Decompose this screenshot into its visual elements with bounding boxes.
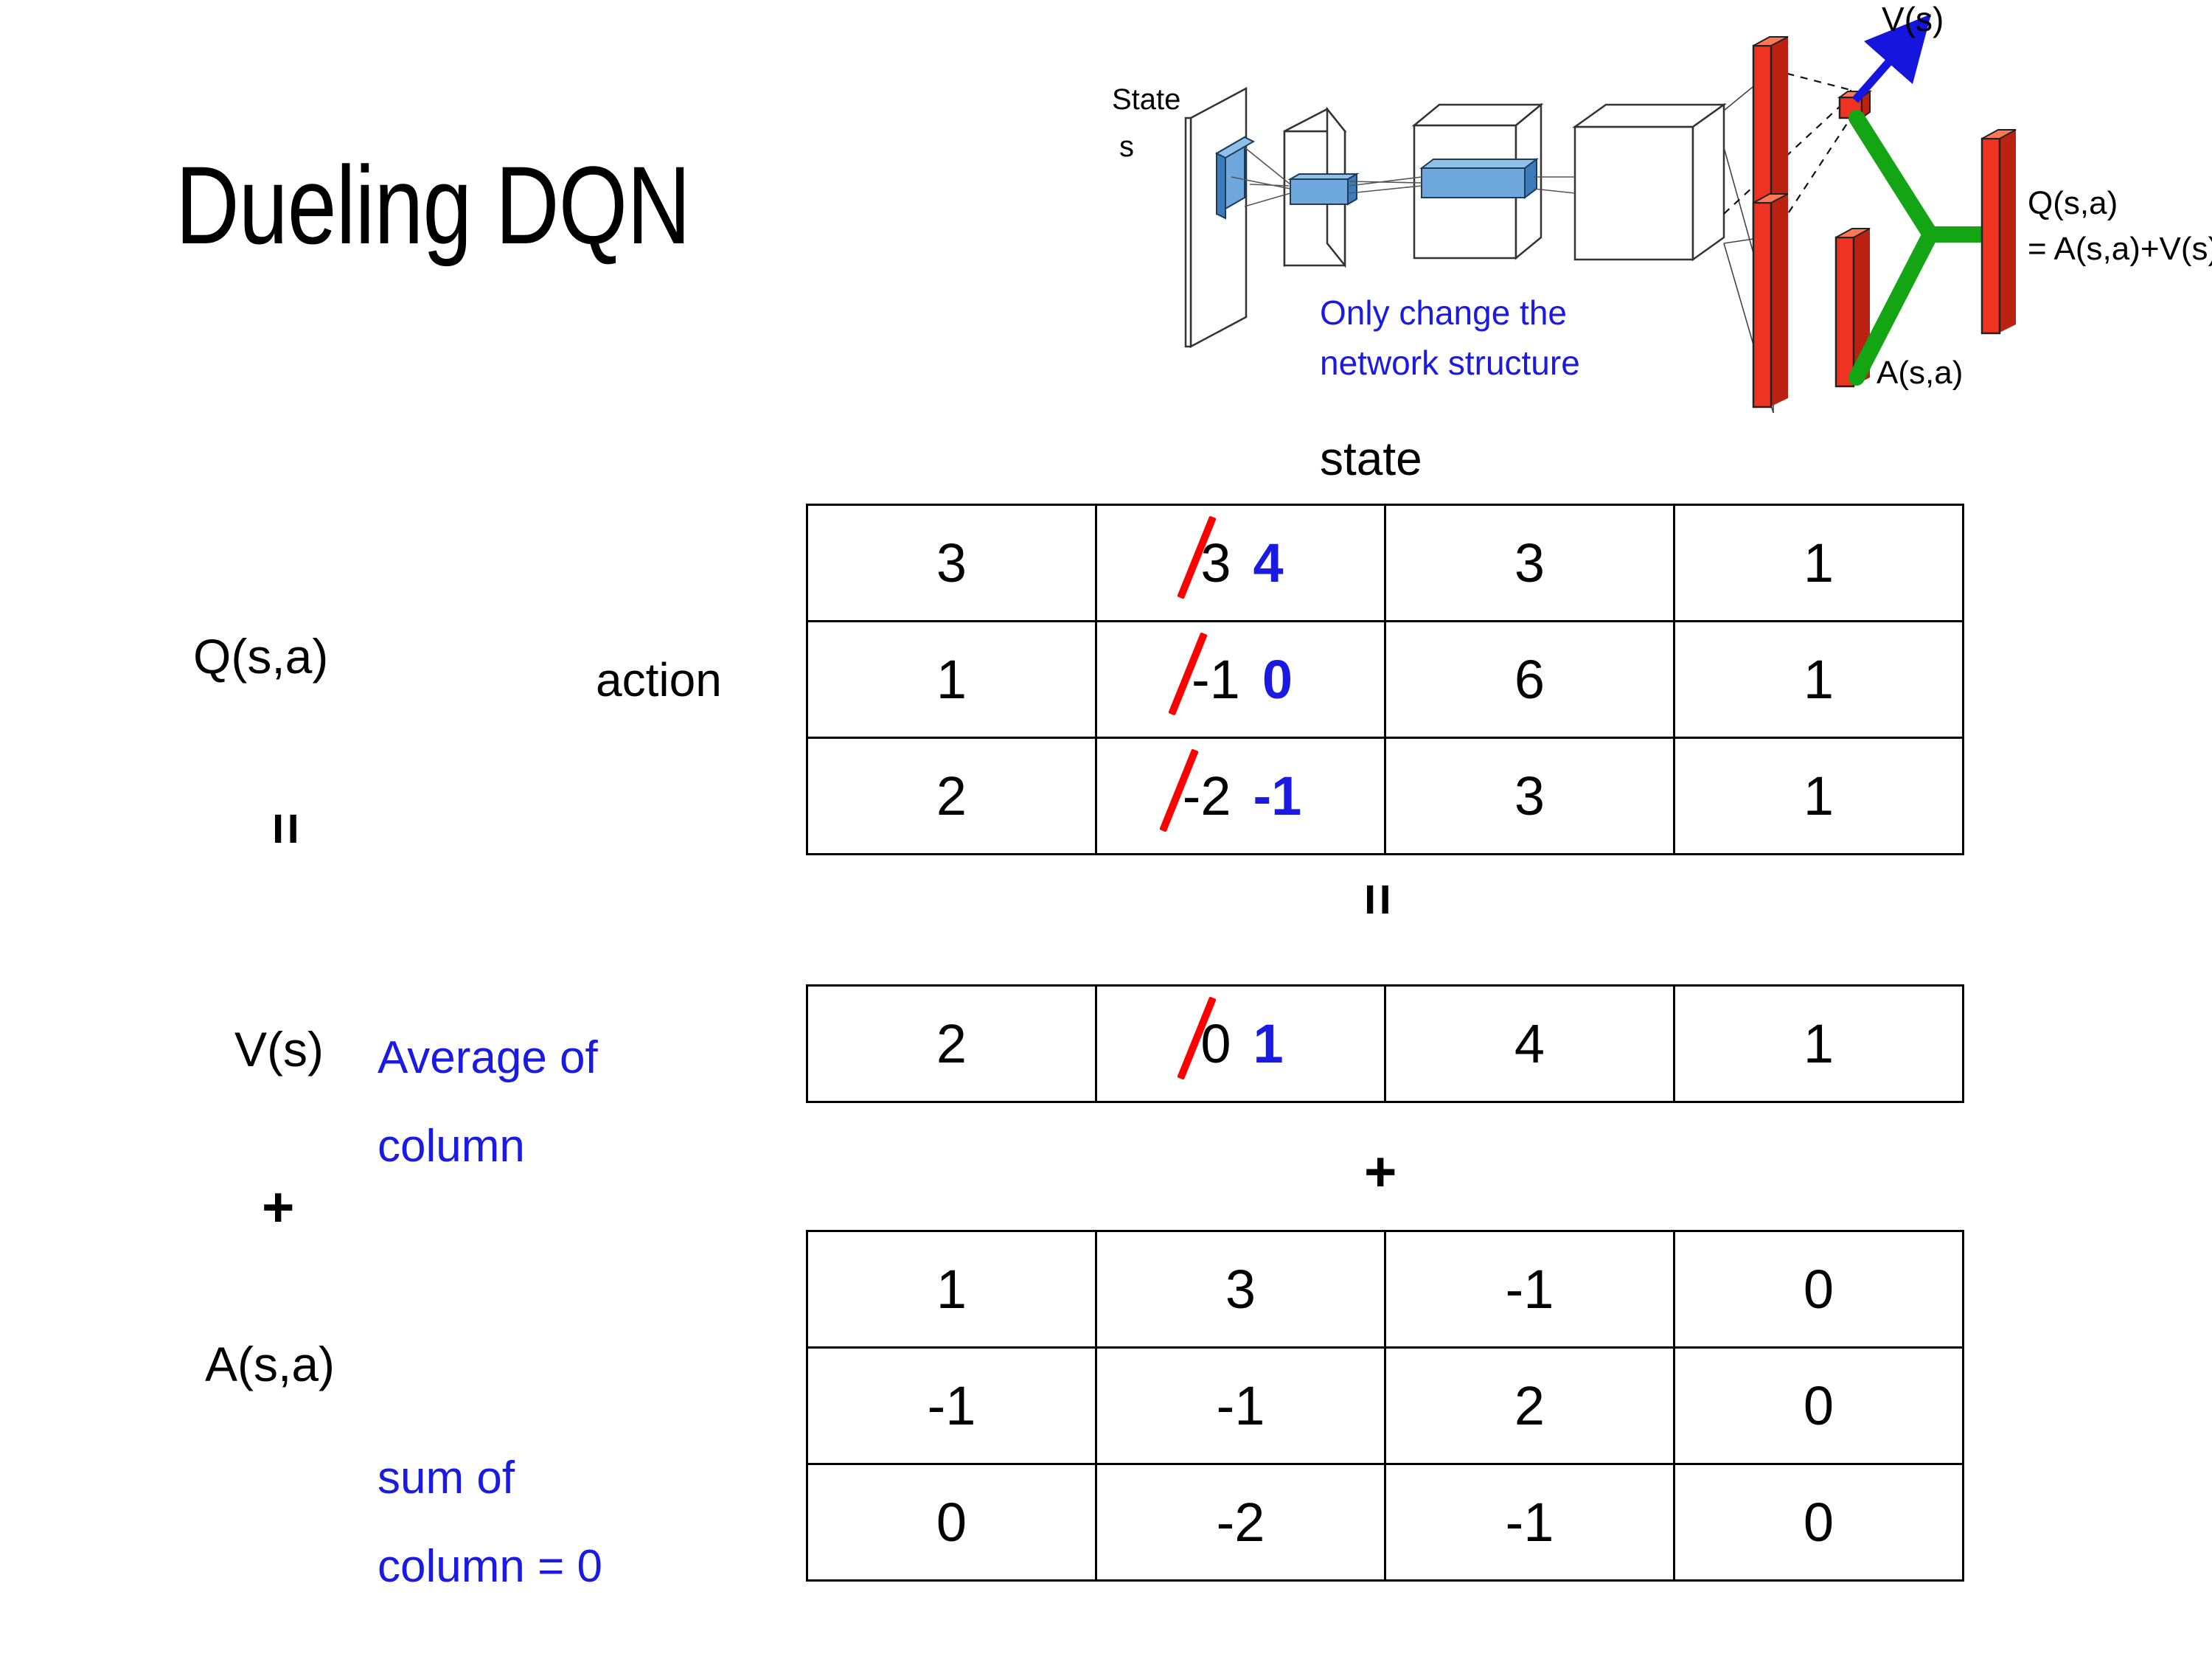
q-cell-r0c0[interactable]: 3 <box>806 504 1097 622</box>
page-title: Dueling DQN <box>175 143 691 267</box>
action-axis-label: action <box>596 653 722 706</box>
a-cell-r1c0[interactable]: -1 <box>806 1346 1097 1465</box>
a-cell-r0c0[interactable]: 1 <box>806 1230 1097 1349</box>
table-row: 0 -2 -1 0 <box>806 1463 1964 1582</box>
a-cell-r1c1[interactable]: -1 <box>1095 1346 1386 1465</box>
equals-middle-operator: = <box>1346 883 1410 917</box>
q-cell-r1c0[interactable]: 1 <box>806 620 1097 739</box>
table-row: -1 -1 2 0 <box>806 1346 1964 1465</box>
v-cell-c1[interactable]: 0 1 <box>1095 984 1386 1103</box>
a-cell-r1c3[interactable]: 0 <box>1673 1346 1964 1465</box>
table-row: 1 3 -1 0 <box>806 1230 1964 1349</box>
a-cell-r0c3[interactable]: 0 <box>1673 1230 1964 1349</box>
a-cell-r2c0[interactable]: 0 <box>806 1463 1097 1582</box>
diagram-note-line2: network structure <box>1320 344 1580 382</box>
a-cell-r2c2[interactable]: -1 <box>1384 1463 1675 1582</box>
a-label: A(s,a) <box>205 1337 335 1391</box>
v-note-line1: Average of <box>378 1032 598 1083</box>
struck-value: 3 <box>1177 515 1234 599</box>
q-label: Q(s,a) <box>193 629 329 684</box>
table-row: 1 -1 0 6 1 <box>806 620 1964 739</box>
v-cell-c2[interactable]: 4 <box>1384 984 1675 1103</box>
q-cell-r0c1[interactable]: 3 4 <box>1095 504 1386 622</box>
q-table: 3 3 4 3 1 1 -1 0 6 1 <box>806 504 1964 855</box>
struck-value: -2 <box>1158 748 1234 832</box>
a-table: 1 3 -1 0 -1 -1 2 0 0 -2 -1 0 <box>806 1230 1964 1582</box>
v-label: V(s) <box>234 1022 324 1077</box>
corrected-value: 0 <box>1262 649 1293 710</box>
q-cell-r2c1[interactable]: -2 -1 <box>1095 737 1386 855</box>
v-table: 2 0 1 4 1 <box>806 984 1964 1103</box>
q-cell-r2c0[interactable]: 2 <box>806 737 1097 855</box>
a-cell-r2c3[interactable]: 0 <box>1673 1463 1964 1582</box>
table-row: 2 0 1 4 1 <box>806 984 1964 1103</box>
diagram-input-label-line1: State <box>1112 83 1180 116</box>
q-cell-r0c3[interactable]: 1 <box>1673 504 1964 622</box>
plus-middle-operator: + <box>1364 1141 1397 1203</box>
table-row: 3 3 4 3 1 <box>806 504 1964 622</box>
q-table-wrapper: 3 3 4 3 1 1 -1 0 6 1 <box>806 504 1964 855</box>
equals-left-operator: = <box>254 812 318 846</box>
table-row: 2 -2 -1 3 1 <box>806 737 1964 855</box>
v-note-line2: column <box>378 1121 525 1172</box>
a-table-wrapper: 1 3 -1 0 -1 -1 2 0 0 -2 -1 0 <box>806 1230 1964 1582</box>
q-cell-r1c1[interactable]: -1 0 <box>1095 620 1386 739</box>
q-cell-r2c3[interactable]: 1 <box>1673 737 1964 855</box>
diagram-input-label-line2: s <box>1119 131 1134 163</box>
corrected-value: 4 <box>1253 532 1284 594</box>
v-cell-c3[interactable]: 1 <box>1673 984 1964 1103</box>
q-cell-r1c3[interactable]: 1 <box>1673 620 1964 739</box>
struck-value: 0 <box>1177 996 1234 1080</box>
q-cell-r1c2[interactable]: 6 <box>1384 620 1675 739</box>
diagram-output-label-line1: Q(s,a) <box>2028 185 2118 221</box>
v-table-wrapper: 2 0 1 4 1 <box>806 984 1964 1103</box>
v-cell-c0[interactable]: 2 <box>806 984 1097 1103</box>
a-cell-r1c2[interactable]: 2 <box>1384 1346 1675 1465</box>
a-note-line1: sum of <box>378 1453 515 1503</box>
corrected-value: 1 <box>1253 1013 1284 1074</box>
a-note-line2: column = 0 <box>378 1541 603 1592</box>
diagram-value-label: V(s) <box>1882 0 1944 38</box>
q-cell-r2c2[interactable]: 3 <box>1384 737 1675 855</box>
corrected-value: -1 <box>1253 765 1302 827</box>
diagram-output-label-line2: = A(s,a)+V(s) <box>2028 231 2212 267</box>
a-cell-r2c1[interactable]: -2 <box>1095 1463 1386 1582</box>
struck-value: -1 <box>1168 632 1243 716</box>
a-cell-r0c2[interactable]: -1 <box>1384 1230 1675 1349</box>
state-axis-label: state <box>1320 432 1422 485</box>
diagram-advantage-label: A(s,a) <box>1877 355 1963 391</box>
q-cell-r0c2[interactable]: 3 <box>1384 504 1675 622</box>
diagram-note-line1: Only change the <box>1320 293 1567 332</box>
plus-left-operator: + <box>262 1176 295 1239</box>
a-cell-r0c1[interactable]: 3 <box>1095 1230 1386 1349</box>
dueling-network-diagram: State s V(s) A(s,a) Q(s,a) = A(s,a)+V(s)… <box>1106 0 2212 413</box>
